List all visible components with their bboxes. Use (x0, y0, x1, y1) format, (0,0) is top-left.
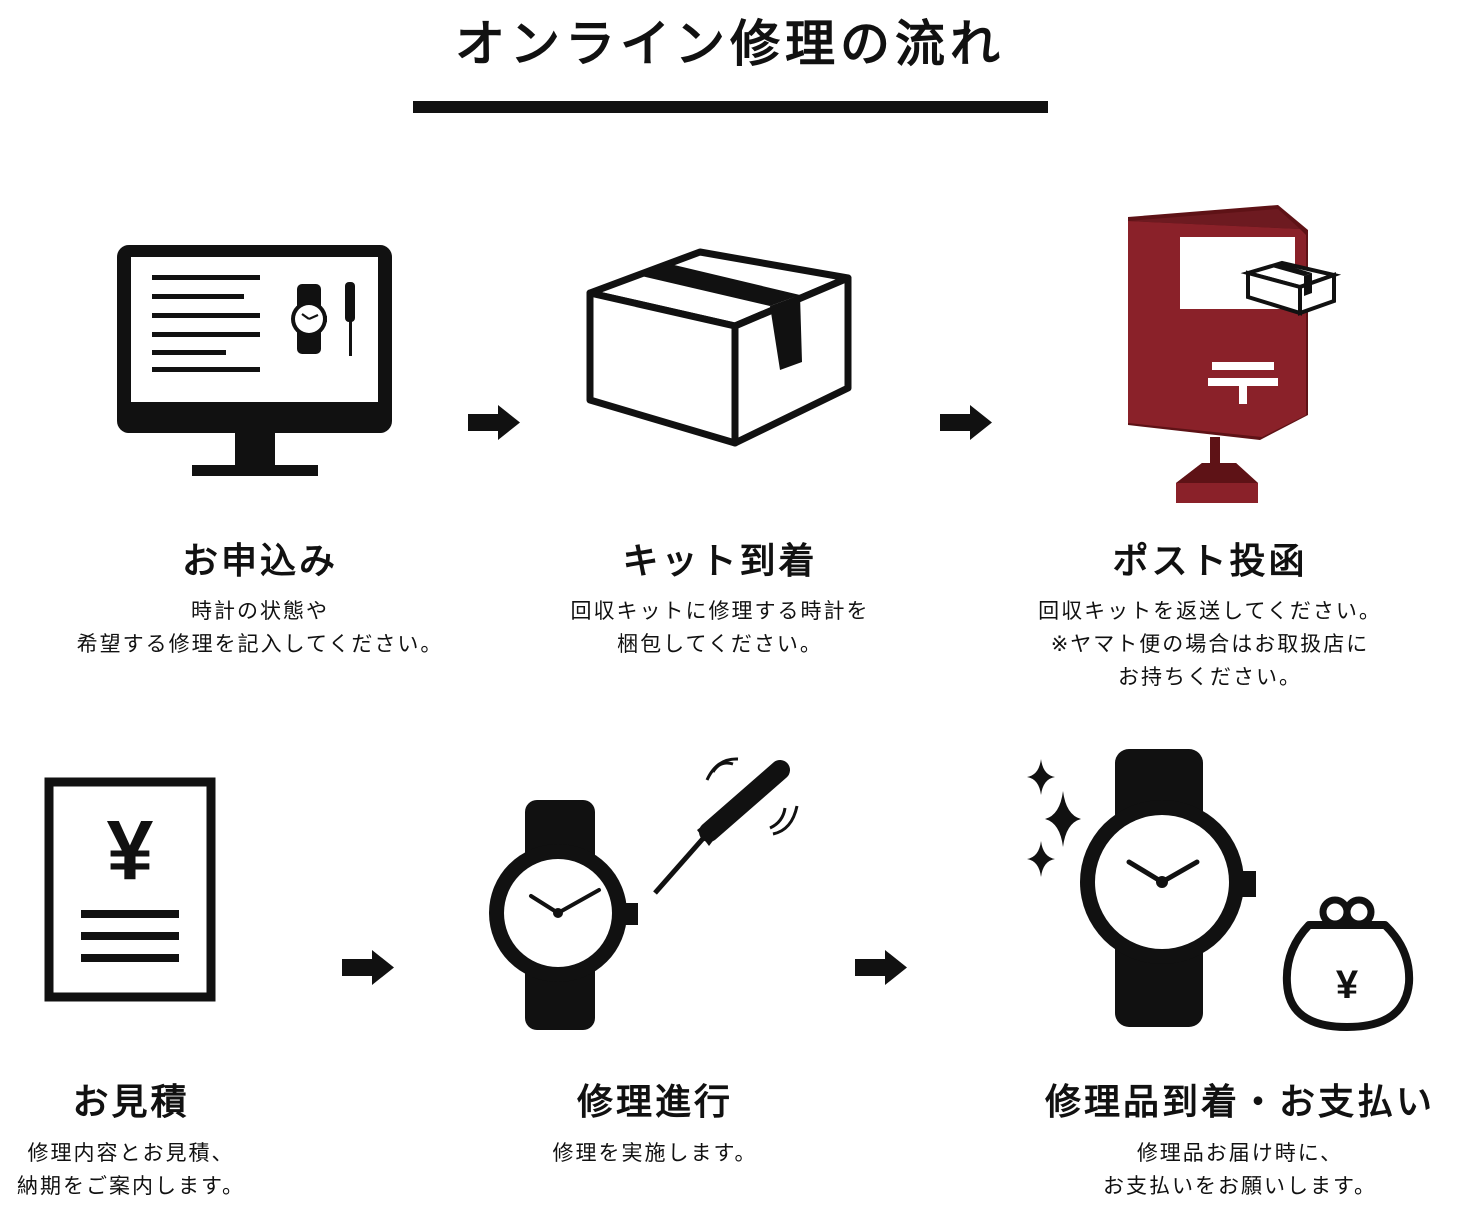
arrow-icon (855, 950, 907, 985)
desc-line: 時計の状態や (191, 599, 329, 623)
watch-and-purse-icon: ¥ (1027, 749, 1414, 1031)
arrow-icon (342, 950, 394, 985)
desc-line: ※ヤマト便の場合はお取扱店に (1050, 632, 1370, 656)
computer-monitor-icon (117, 245, 392, 476)
desc-line: 回収キットを返送してください。 (1038, 599, 1382, 623)
arrow-icon (468, 405, 520, 440)
desc-line: お支払いをお願いします。 (1103, 1174, 1377, 1198)
desc-line: お持ちください。 (1118, 665, 1302, 689)
estimate-document-icon: ¥ (44, 777, 216, 1002)
desc-line: 回収キットに修理する時計を (570, 599, 870, 623)
desc-line: 梱包してください。 (617, 632, 823, 656)
desc-line: 納期をご案内します。 (17, 1174, 245, 1198)
arrow-icon (940, 405, 992, 440)
step-title-apply: お申込み (181, 541, 338, 582)
step-title-kit-arrival: キット到着 (622, 541, 818, 582)
step-desc-apply: 時計の状態や 希望する修理を記入してください。 (40, 595, 480, 661)
step-desc-estimate: 修理内容とお見積、 納期をご案内します。 (0, 1137, 262, 1203)
step-title-post: ポスト投函 (1112, 541, 1308, 582)
step-title-delivery-payment: 修理品到着・お支払い (1044, 1082, 1435, 1123)
yen-symbol: ¥ (107, 803, 154, 897)
step-desc-post: 回収キットを返送してください。 ※ヤマト便の場合はお取扱店に お持ちください。 (990, 595, 1430, 694)
watch-repair-icon (489, 757, 799, 1030)
step-desc-delivery-payment: 修理品お届け時に、 お支払いをお願いします。 (1020, 1137, 1460, 1203)
desc-line: 希望する修理を記入してください。 (76, 632, 444, 656)
step-desc-kit-arrival: 回収キットに修理する時計を 梱包してください。 (500, 595, 940, 661)
cardboard-box-icon (586, 248, 852, 447)
step-desc-repair: 修理を実施します。 (455, 1137, 855, 1170)
step-title-estimate: お見積 (72, 1082, 190, 1123)
desc-line: 修理内容とお見積、 (27, 1141, 235, 1165)
page-title: オンライン修理の流れ (455, 15, 1005, 73)
step-title-repair: 修理進行 (576, 1082, 733, 1123)
desc-line: 修理を実施します。 (552, 1141, 758, 1165)
desc-line: 修理品お届け時に、 (1136, 1141, 1344, 1165)
yen-symbol: ¥ (1336, 963, 1359, 1007)
post-box-icon (1128, 205, 1342, 503)
title-underline (413, 101, 1048, 113)
